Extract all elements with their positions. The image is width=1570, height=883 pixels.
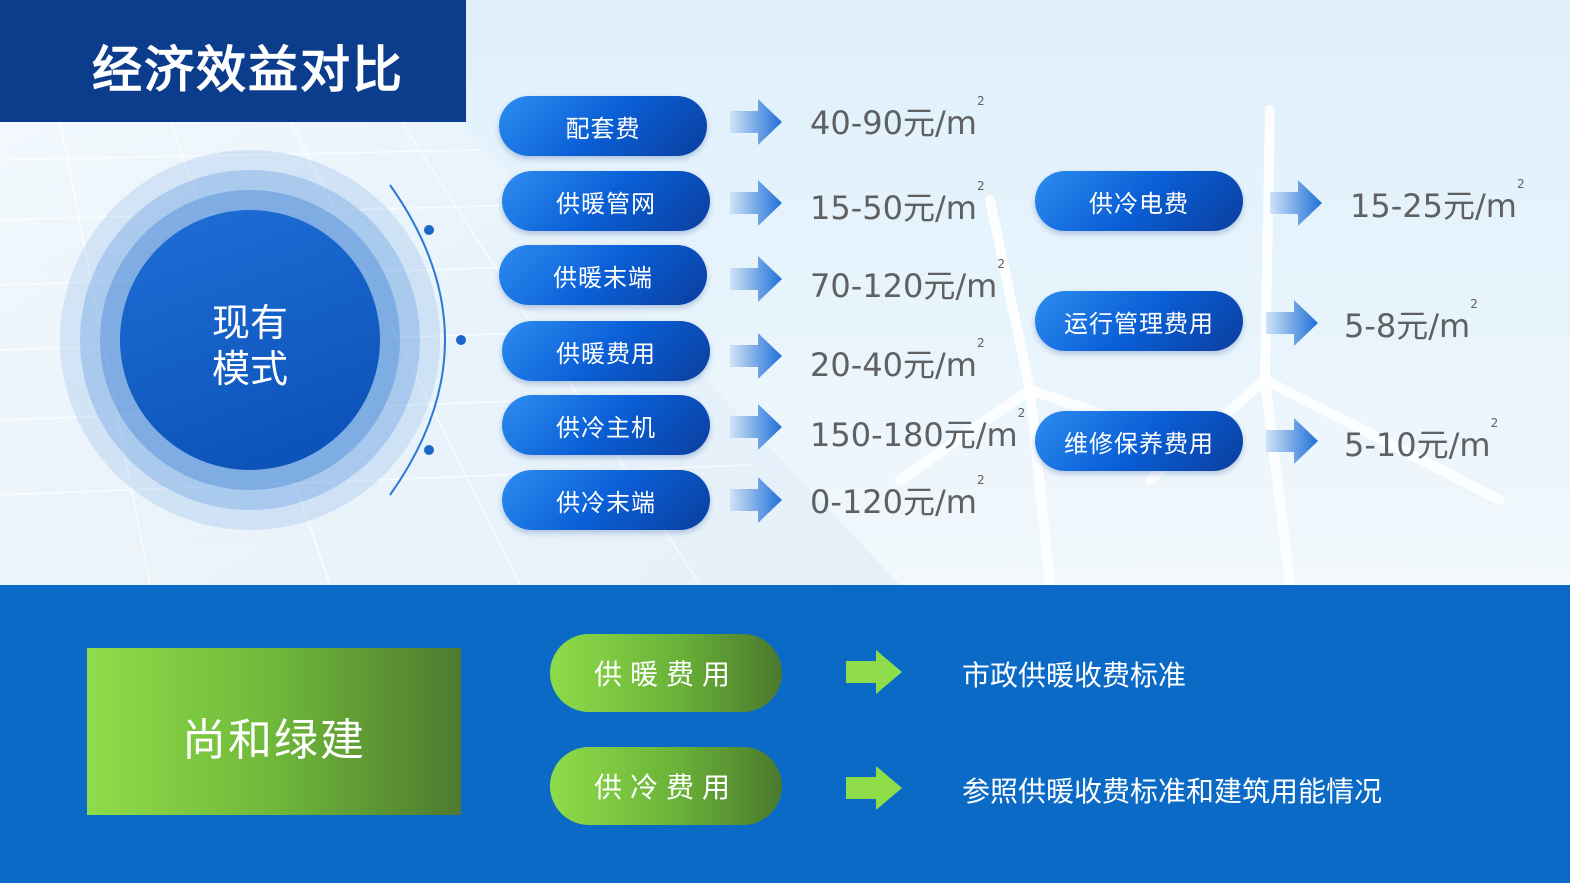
arrow-right-icon (730, 99, 782, 145)
item-pill-6: 供冷电费 (1035, 171, 1243, 231)
arrow-right-icon (1270, 180, 1322, 226)
item-value-0: 40-90元/m2 (810, 94, 985, 142)
item-value-1: 15-50元/m2 (810, 179, 985, 227)
current-mode-line1: 现有 (211, 301, 288, 345)
current-mode-circle: 现有 模式 (60, 150, 440, 530)
item-value-5: 0-120元/m2 (810, 473, 985, 521)
arrow-right-icon (730, 256, 782, 302)
arrow-right-icon (730, 404, 782, 450)
item-value-3: 20-40元/m2 (810, 336, 985, 384)
arrow-right-icon (730, 477, 782, 523)
current-mode-line2: 模式 (211, 347, 288, 391)
item-value-6: 15-25元/m2 (1350, 177, 1525, 225)
item-pill-5: 供冷末端 (502, 470, 710, 530)
item-value-8: 5-10元/m2 (1344, 416, 1499, 464)
item-value-7: 5-8元/m2 (1344, 297, 1478, 345)
green-item-text-1: 参照供暖收费标准和建筑用能情况 (962, 775, 1383, 808)
green-mode-box: 尚和绿建 (87, 648, 461, 815)
page-title: 经济效益对比 (92, 41, 404, 99)
green-item-text-0: 市政供暖收费标准 (962, 659, 1187, 692)
title-banner: 经济效益对比 (0, 0, 466, 122)
item-pill-7: 运行管理费用 (1035, 291, 1243, 351)
arrow-right-icon (730, 180, 782, 226)
item-pill-2: 供暖末端 (499, 245, 707, 305)
item-pill-3: 供暖费用 (502, 321, 710, 381)
green-mode-label: 尚和绿建 (182, 715, 366, 766)
connector-arc (389, 184, 466, 496)
arrow-right-icon (846, 766, 902, 810)
green-item-pill-0: 供暖费用 (550, 634, 782, 712)
arrow-right-icon (846, 650, 902, 694)
item-pill-0: 配套费 (499, 96, 707, 156)
arrow-right-icon (1266, 300, 1318, 346)
item-value-4: 150-180元/m2 (810, 406, 1026, 454)
item-value-2: 70-120元/m2 (810, 257, 1005, 305)
item-pill-1: 供暖管网 (502, 171, 710, 231)
item-pill-8: 维修保养费用 (1035, 411, 1243, 471)
arrow-right-icon (1266, 418, 1318, 464)
green-item-pill-1: 供冷费用 (550, 747, 782, 825)
arrow-right-icon (730, 333, 782, 379)
item-pill-4: 供冷主机 (502, 395, 710, 455)
